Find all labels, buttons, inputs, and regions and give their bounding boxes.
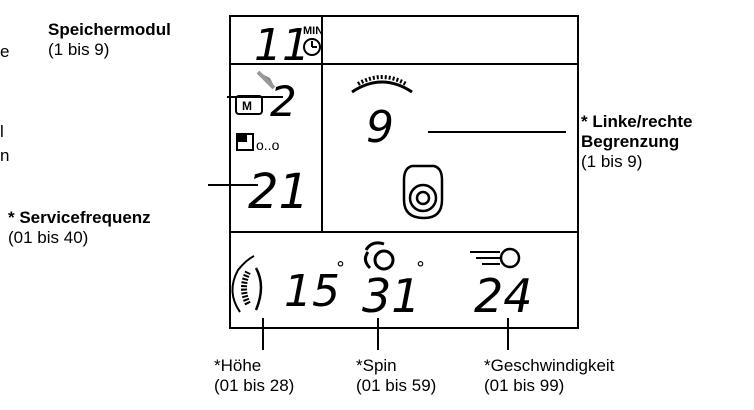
height-arc-icon bbox=[231, 255, 263, 313]
callout-height: *Höhe (01 bis 28) bbox=[214, 356, 294, 396]
arc-fan-icon bbox=[351, 75, 413, 94]
callout-service-range: (01 bis 40) bbox=[8, 228, 89, 247]
ball-launcher-icon bbox=[402, 164, 444, 220]
callout-spin-range: (01 bis 59) bbox=[356, 376, 437, 395]
callout-spin-title: *Spin bbox=[356, 356, 397, 375]
speed-icon bbox=[470, 247, 521, 269]
spin-degree: ° bbox=[416, 258, 425, 279]
clipped-text-top: e bbox=[0, 42, 10, 61]
callout-range-title: * Linke/rechte bbox=[581, 112, 693, 131]
clock-icon bbox=[303, 38, 321, 56]
callout-range: * Linke/rechte Begrenzung (1 bis 9) bbox=[581, 112, 693, 172]
range-digit: 9 bbox=[366, 102, 394, 153]
callout-memory: Speichermodul (1 bis 9) bbox=[48, 20, 171, 60]
callout-spin: *Spin (01 bis 59) bbox=[356, 356, 436, 396]
memory-digit: 2 bbox=[270, 77, 297, 126]
spin-icon bbox=[363, 241, 395, 271]
clipped-text-mid: l bbox=[0, 122, 4, 141]
timer-digits: 11 bbox=[254, 20, 310, 71]
callout-memory-range: (1 bis 9) bbox=[48, 40, 110, 59]
clipped-text-mid2: n bbox=[0, 146, 10, 165]
spin-value: 31 bbox=[362, 269, 421, 323]
memory-icon-label: M bbox=[242, 99, 252, 113]
arrow-icon bbox=[256, 70, 276, 90]
callout-range-range: (1 bis 9) bbox=[581, 152, 643, 171]
callout-height-range: (01 bis 28) bbox=[214, 376, 295, 395]
memory-card-icon: M bbox=[235, 95, 263, 115]
height-degree: ° bbox=[336, 258, 345, 279]
callout-speed-title: *Geschwindigkeit bbox=[484, 356, 615, 375]
range-panel-frame bbox=[321, 63, 579, 233]
service-digits: 21 bbox=[248, 164, 309, 220]
callout-range-title2: Begrenzung bbox=[581, 132, 680, 151]
callout-memory-title: Speichermodul bbox=[48, 20, 171, 39]
callout-service-title: * Servicefrequenz bbox=[8, 208, 151, 227]
callout-speed: *Geschwindigkeit (01 bis 99) bbox=[484, 356, 614, 396]
callout-service: * Servicefrequenz (01 bis 40) bbox=[8, 208, 151, 248]
height-value: 15 bbox=[284, 266, 340, 317]
service-dots: o..o bbox=[256, 137, 280, 153]
callout-height-title: *Höhe bbox=[214, 356, 262, 375]
callout-speed-range: (01 bis 99) bbox=[484, 376, 565, 395]
service-dots-icon: o..o bbox=[236, 133, 280, 153]
speed-value: 24 bbox=[474, 269, 533, 323]
timer-unit: MIN bbox=[303, 25, 323, 37]
